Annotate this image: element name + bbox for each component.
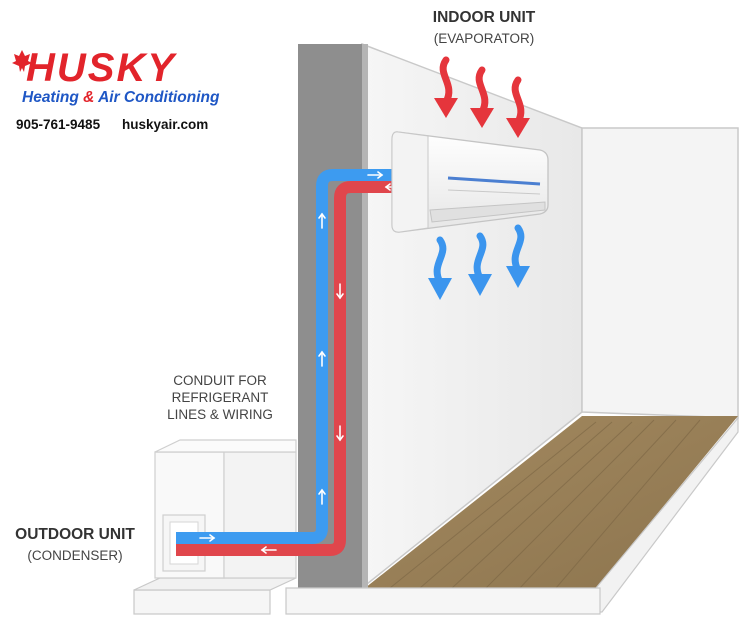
- brand-logo: HUSKY: [26, 46, 177, 90]
- wavy-down-arrow-icon: [434, 56, 458, 118]
- wavy-down-arrow-icon: [428, 236, 452, 300]
- foundation-slab: [285, 587, 601, 615]
- warm-air-arrows: [434, 56, 530, 138]
- flow-arrow-6: [318, 350, 326, 367]
- exterior-wall: [298, 44, 362, 588]
- conduit-label: CONDUIT FOR REFRIGERANT LINES & WIRING: [150, 372, 290, 423]
- conduit-label-line-2: REFRIGERANT: [171, 390, 269, 405]
- phone-number: 905-761-9485: [16, 117, 101, 132]
- maple-leaf-icon: [12, 50, 32, 72]
- tagline-amp: &: [83, 89, 95, 106]
- flow-arrow-1: [367, 171, 384, 179]
- hot-line: [176, 181, 410, 556]
- tagline-part1: Heating: [22, 89, 79, 106]
- cool-air-arrows: [428, 224, 530, 300]
- brand-tagline: Heating & Air Conditioning: [22, 89, 219, 107]
- flow-arrow-4: [260, 546, 277, 554]
- conduit-label-line-1: CONDUIT FOR: [173, 373, 267, 388]
- wavy-down-arrow-icon: [468, 232, 492, 296]
- flow-arrow-9: [336, 425, 344, 442]
- tagline-part2: Air Conditioning: [98, 89, 220, 106]
- wavy-down-arrow-icon: [506, 224, 530, 288]
- exterior-wall-edge: [362, 44, 368, 588]
- flow-arrow-8: [336, 283, 344, 300]
- outdoor-unit-subtitle: (CONDENSER): [27, 548, 123, 563]
- indoor-unit: [391, 131, 549, 233]
- indoor-unit-title: INDOOR UNIT: [432, 9, 536, 26]
- indoor-unit-subtitle: (EVAPORATOR): [433, 31, 535, 46]
- website-link[interactable]: huskyair.com: [122, 117, 209, 132]
- floor-boards: [389, 419, 701, 589]
- wavy-down-arrow-icon: [470, 66, 494, 128]
- flow-arrow-5: [318, 212, 326, 229]
- flow-arrow-3: [199, 534, 216, 542]
- conduit-label-line-3: LINES & WIRING: [167, 407, 273, 422]
- flow-arrow-7: [318, 488, 326, 505]
- wood-floor: [365, 416, 738, 588]
- outdoor-unit-title: OUTDOOR UNIT: [15, 526, 135, 543]
- side-wall: [581, 127, 739, 419]
- outdoor-unit: [133, 439, 297, 615]
- unit-display-strip: [447, 176, 541, 186]
- wavy-down-arrow-icon: [506, 76, 530, 138]
